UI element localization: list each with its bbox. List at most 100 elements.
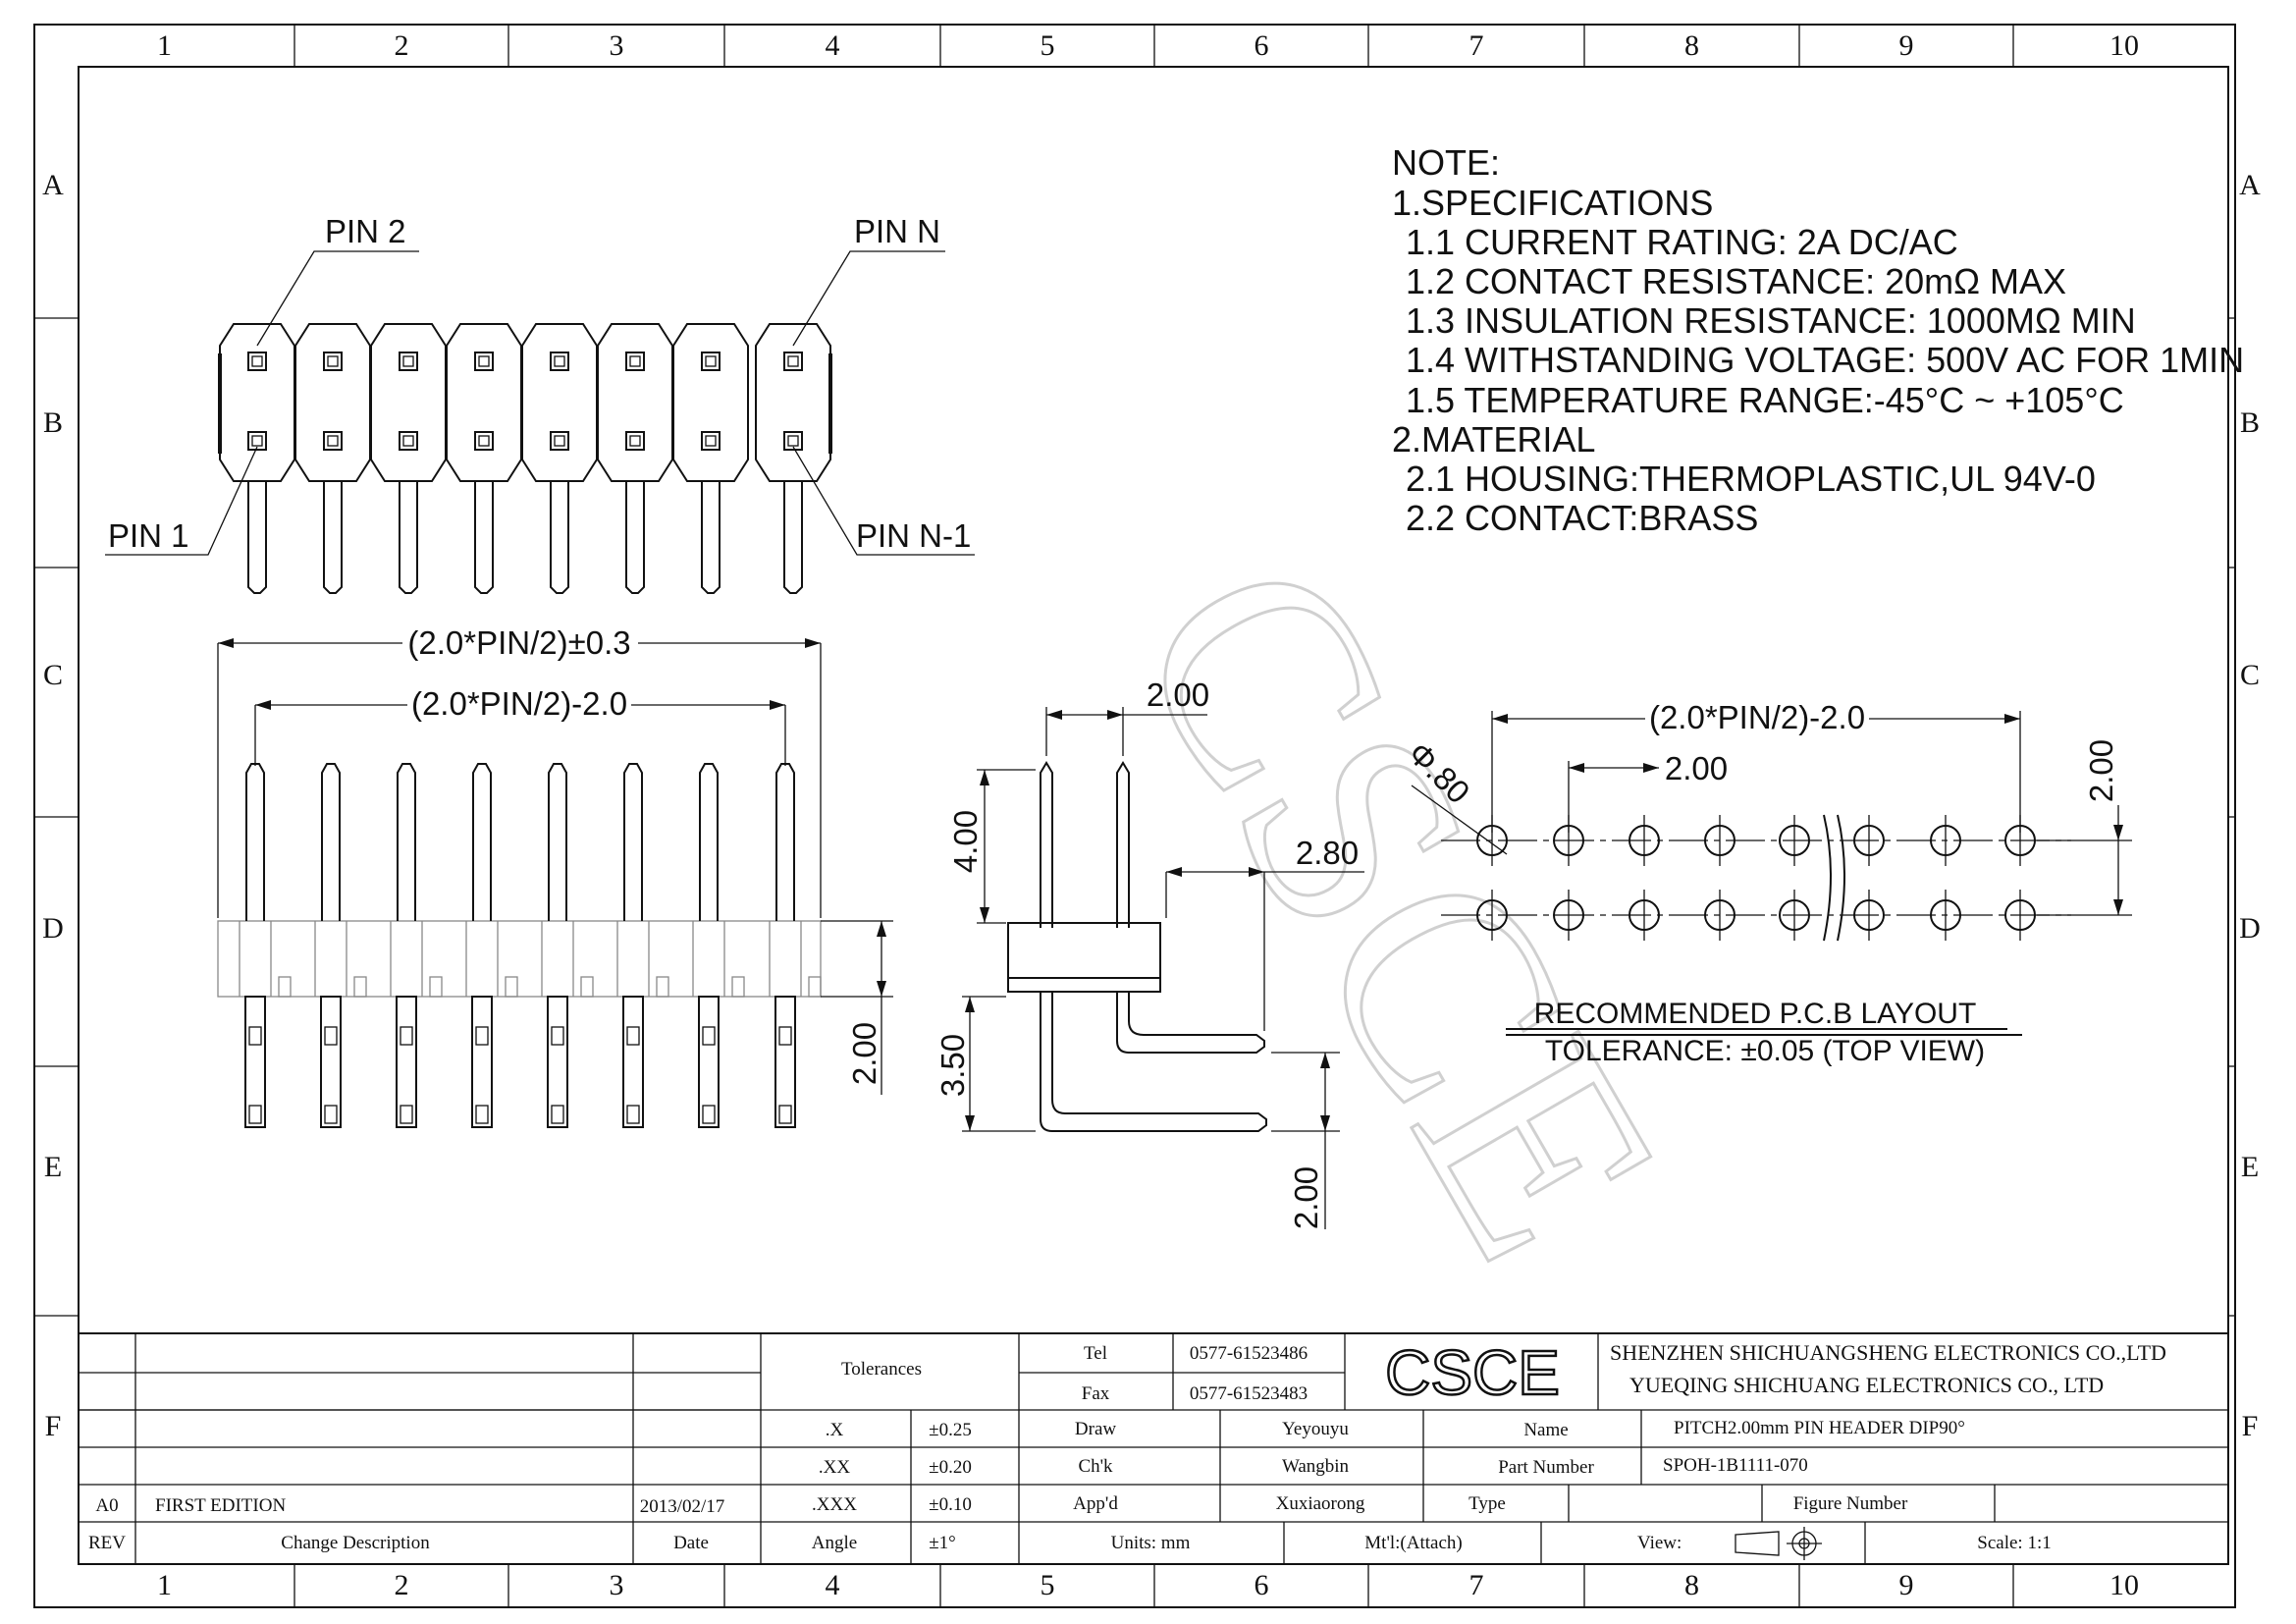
pcb-hole — [1779, 890, 1810, 941]
grid-row-label: E — [2241, 1151, 2259, 1183]
note-line: 1.2 CONTACT RESISTANCE: 20mΩ MAX — [1406, 261, 2066, 301]
material-label: Mt'l:(Attach) — [1364, 1533, 1462, 1553]
note-line: 1.4 WITHSTANDING VOLTAGE: 500V AC FOR 1M… — [1406, 340, 2244, 380]
note-line: NOTE: — [1392, 142, 1500, 183]
grid-column-label: 2 — [395, 1569, 409, 1601]
rev-code: A0 — [95, 1495, 118, 1516]
company-name-1: SHENZHEN SHICHUANGSHENG ELECTRONICS CO.,… — [1610, 1340, 2166, 1365]
pin1-leader — [105, 446, 258, 556]
front-pin — [616, 763, 669, 1128]
units-label: Units: mm — [1111, 1533, 1191, 1553]
grid-column-label: 5 — [1041, 29, 1055, 62]
grid-row-label: C — [43, 659, 63, 691]
appd-label: App'd — [1073, 1493, 1118, 1514]
tol-val: ±0.25 — [929, 1420, 972, 1440]
header-unit — [521, 323, 598, 594]
note-line: 1.3 INSULATION RESISTANCE: 1000MΩ MIN — [1406, 300, 2136, 341]
grid-column-label: 8 — [1684, 1569, 1699, 1601]
tolerances-label: Tolerances — [841, 1359, 922, 1380]
grid-column-label: 3 — [610, 29, 624, 62]
scale-label: Scale: 1:1 — [1977, 1533, 2051, 1553]
grid-column-label: 10 — [2109, 1569, 2139, 1601]
projection-symbol-icon — [1735, 1527, 1822, 1560]
grid-column-label: 3 — [610, 1569, 624, 1601]
pinN1-leader — [792, 446, 975, 556]
pcb-hole — [1704, 890, 1735, 941]
pin-square — [701, 431, 721, 451]
grid-column-label: 1 — [157, 29, 172, 62]
grid-row-label: D — [42, 912, 64, 945]
side-row-text: 2.00 — [1288, 1166, 1324, 1229]
side-height-text: 3.50 — [934, 1034, 971, 1097]
pcb-hole — [1779, 815, 1810, 866]
tol-key: .XXX — [812, 1494, 857, 1515]
grid-row-label: C — [2240, 659, 2260, 691]
pcb-pitch-text: 2.00 — [1665, 750, 1728, 786]
header-unit — [672, 323, 749, 594]
part-label: Part Number — [1498, 1457, 1594, 1478]
grid-column-label: 9 — [1899, 1569, 1914, 1601]
grid-lines — [34, 25, 2235, 1607]
company-name-2: YUEQING SHICHUANG ELECTRONICS CO., LTD — [1629, 1373, 2104, 1397]
tel-value: 0577-61523486 — [1190, 1343, 1308, 1364]
grid-row-label: F — [2242, 1410, 2259, 1442]
pinN-label: PIN N — [854, 213, 940, 249]
side-tail-text: 4.00 — [947, 810, 984, 873]
header-unit — [370, 323, 447, 594]
chk-label: Ch'k — [1078, 1456, 1113, 1477]
pcb-hole — [1853, 890, 1885, 941]
front-pin — [692, 763, 745, 1128]
date-header: Date — [673, 1533, 709, 1553]
draw-value: Yeyouyu — [1282, 1419, 1349, 1439]
figure-label: Figure Number — [1793, 1493, 1908, 1514]
pcb-hole — [2004, 890, 2036, 941]
type-label: Type — [1468, 1493, 1506, 1514]
note-line: 2.1 HOUSING:THERMOPLASTIC,UL 94V-0 — [1406, 459, 2096, 499]
side-offset-text: 2.80 — [1296, 835, 1359, 871]
logo: CSCE — [1385, 1337, 1560, 1408]
chk-value: Wangbin — [1282, 1456, 1350, 1477]
front-height-text: 2.00 — [846, 1022, 882, 1085]
tol-val: ±0.20 — [929, 1457, 972, 1478]
tol-key: Angle — [812, 1533, 857, 1553]
pin2-leader — [256, 250, 419, 347]
front-view — [217, 763, 822, 1128]
grid-column-label: 4 — [826, 29, 840, 62]
name-value: PITCH2.00mm PIN HEADER DIP90° — [1674, 1418, 1965, 1438]
pin1-label: PIN 1 — [108, 517, 189, 554]
grid-row-label: B — [43, 406, 63, 439]
grid-row-label: D — [2239, 912, 2261, 945]
note-line: 2.MATERIAL — [1392, 419, 1594, 460]
tol-key: .XX — [819, 1457, 850, 1478]
header-unit — [755, 323, 831, 594]
front-pin — [314, 763, 367, 1128]
pcb-title: RECOMMENDED P.C.B LAYOUT — [1534, 998, 1977, 1030]
pin-square — [247, 352, 267, 371]
front-pin — [239, 763, 292, 1128]
pin-square — [323, 352, 343, 371]
pin-square — [550, 352, 569, 371]
notes-block: NOTE: 1.SPECIFICATIONS 1.1 CURRENT RATIN… — [1392, 142, 2254, 538]
pcb-hole — [1476, 890, 1508, 941]
pcb-hole — [1629, 815, 1660, 866]
front-pin — [769, 763, 822, 1128]
front-housing — [217, 920, 822, 998]
span-dim-text: (2.0*PIN/2)-2.0 — [411, 685, 627, 722]
grid-column-label: 10 — [2109, 29, 2139, 62]
watermark: CSCE — [1074, 508, 1725, 1309]
pin-square — [323, 431, 343, 451]
grid-column-label: 9 — [1899, 29, 1914, 62]
grid-row-label: B — [2240, 406, 2260, 439]
grid-row-label: A — [42, 169, 64, 201]
rev-date: 2013/02/17 — [640, 1496, 725, 1517]
pin-square — [474, 431, 494, 451]
fax-value: 0577-61523483 — [1190, 1383, 1308, 1404]
grid-column-label: 5 — [1041, 1569, 1055, 1601]
title-block — [78, 1332, 2229, 1565]
grid-row-label: A — [2239, 169, 2261, 201]
pin-square — [399, 431, 418, 451]
pcb-hole — [1853, 815, 1885, 866]
name-label: Name — [1523, 1420, 1568, 1440]
